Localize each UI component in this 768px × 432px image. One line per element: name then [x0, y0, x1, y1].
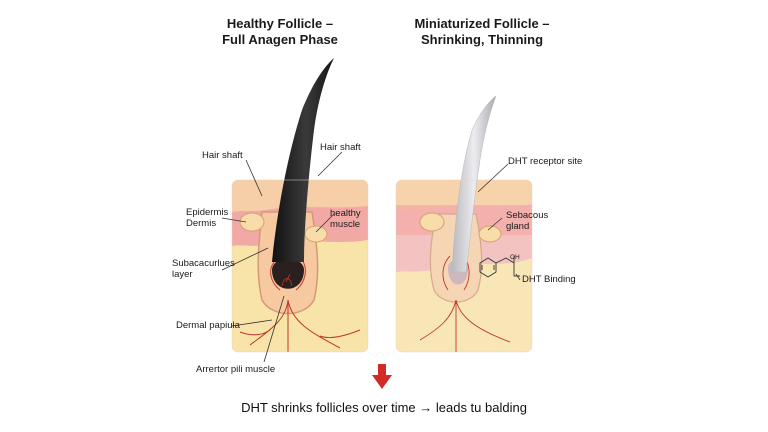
miniaturized-title-line1: Miniaturized Follicle –: [414, 16, 550, 31]
label-oh-group: OH: [510, 254, 520, 261]
label-subcut-line1: Subacacurlues: [172, 258, 235, 269]
label-gland: gland: [506, 221, 530, 232]
label-epidermis-dermis: Epidermis Dermis: [186, 207, 228, 229]
sebaceous-gland-left: [239, 212, 265, 232]
blood-vessels-right: [419, 253, 511, 352]
dht-molecule-icon: [479, 256, 520, 278]
sebaceous-gland-right-panel: [419, 212, 445, 232]
miniaturized-follicle-title: Miniaturized Follicle – Shrinking, Thinn…: [362, 16, 602, 48]
healthy-hair-shaft: [272, 58, 334, 262]
leader-lines: [221, 151, 521, 363]
label-arrector-pili: Arrertor pili muscle: [196, 364, 276, 375]
label-epidermis: Epidermis: [186, 207, 229, 218]
miniaturized-title-line2: Shrinking, Thinning: [420, 32, 544, 47]
label-healthy-muscle: healthy muscle: [330, 208, 361, 230]
blood-vessels: [239, 259, 361, 352]
sebaceous-gland-right-panel-2: [478, 225, 502, 243]
healthy-follicle-title: Healthy Follicle – Full Anagen Phase: [160, 16, 400, 48]
label-healthy: healthy: [330, 208, 361, 219]
label-hair-shaft-left: Hair shaft: [202, 150, 243, 161]
label-sebaceous-gland: Sebacous gland: [506, 210, 548, 232]
caption: DHT shrinks follicles over time → leads …: [241, 400, 527, 415]
label-dht-binding: DHT Binding: [522, 274, 576, 285]
label-sebaceous: Sebacous: [506, 210, 549, 221]
dermal-papilla: [272, 258, 304, 289]
label-hair-shaft-right: Hair shaft: [320, 142, 361, 153]
healthy-title-line1: Healthy Follicle –: [226, 16, 334, 31]
label-dht-receptor: DHT receptor site: [508, 156, 583, 167]
label-muscle: muscle: [330, 219, 361, 230]
label-subcutaneous-layer: Subacacurlues layer: [172, 258, 235, 280]
label-subcut-line2: layer: [172, 269, 193, 280]
healthy-title-line2: Full Anagen Phase: [222, 32, 338, 47]
label-dermal-papilla: Dermal papiula: [176, 320, 240, 331]
miniaturized-hair-shaft: [451, 95, 497, 273]
down-arrow-icon: [372, 364, 392, 389]
label-dermis: Dermis: [186, 218, 217, 229]
sebaceous-gland-right: [304, 225, 328, 243]
